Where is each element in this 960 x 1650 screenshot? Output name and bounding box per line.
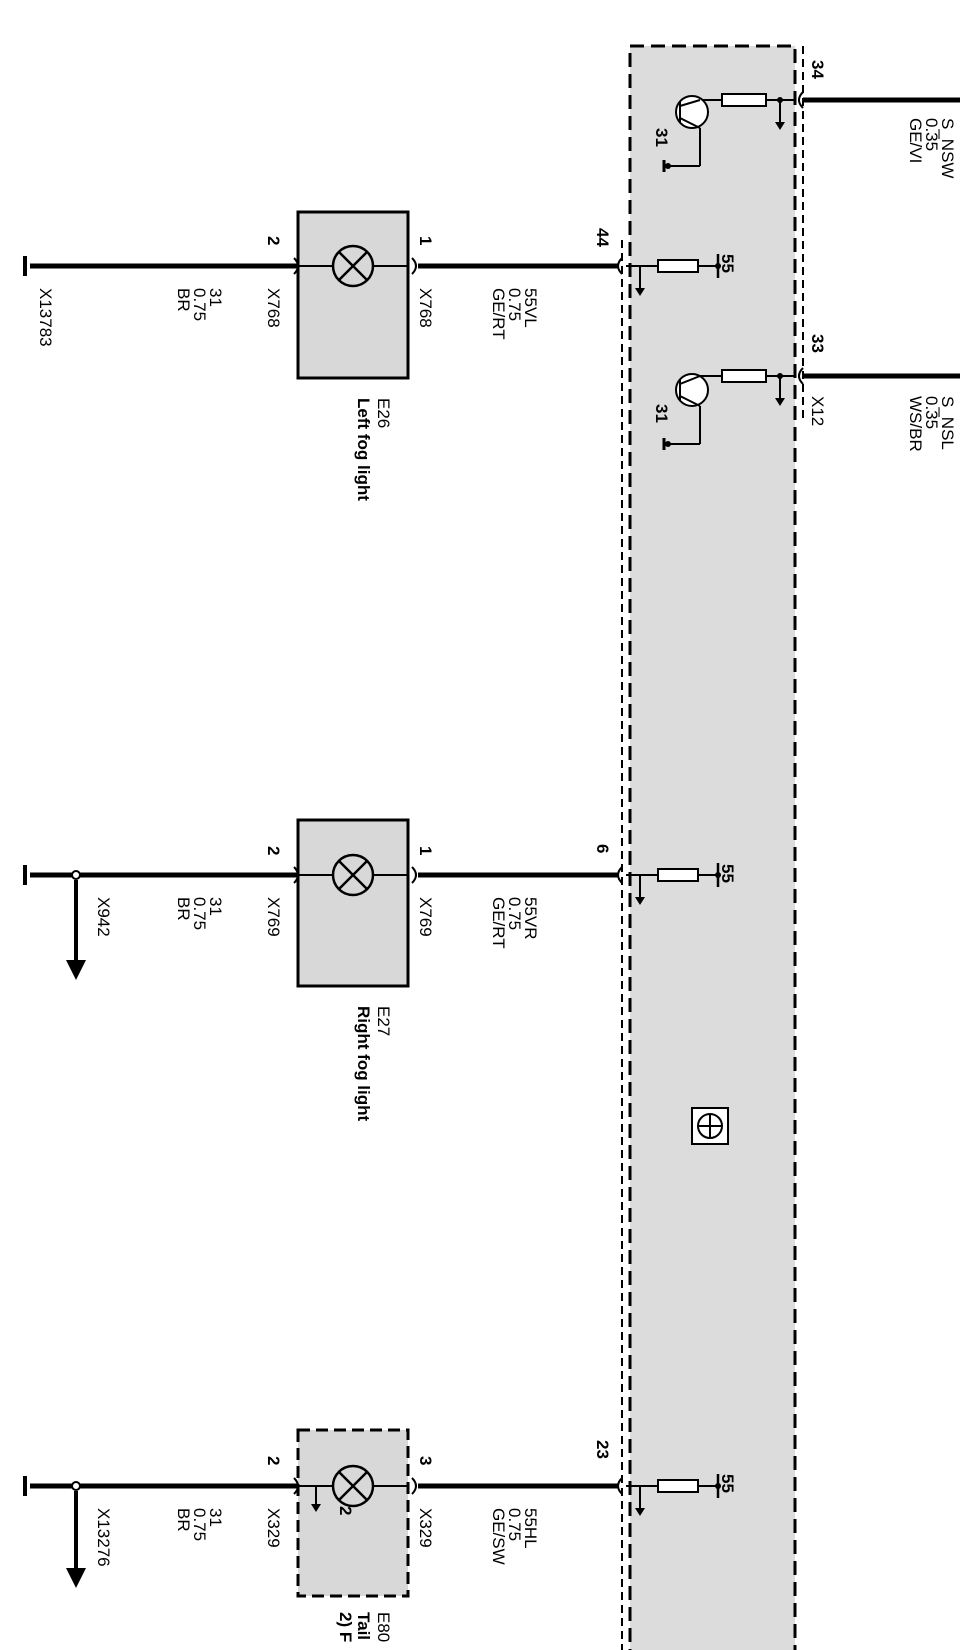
lamp-id: E27 [374,1006,393,1036]
wire-out-signal: 31 [206,288,225,307]
wire-in-signal: 55HL [521,1508,540,1549]
pin-label-33: 33 [808,334,827,353]
lamp-inner-mark: 2 [336,1506,355,1515]
input-pin-34 [662,91,960,172]
lamp-conn-in: X768 [416,288,435,328]
lamp-name: Tail [354,1612,373,1640]
ground-connector: X13276 [94,1508,113,1567]
lamp-name: Left fog light [354,398,373,501]
lamp-conn-in: X329 [416,1508,435,1548]
lamp-e27 [293,818,417,988]
wire-in-color: GE/RT [489,288,508,340]
lamp-conn-out: X769 [264,897,283,937]
wire-out-signal: 31 [206,897,225,916]
control-module [621,44,804,1650]
input-color: WS/BR [906,396,925,452]
wire-out-size: 0.75 [190,288,209,321]
wire-in-signal: 55VR [521,897,540,940]
lamp-conn-in: X769 [416,897,435,937]
lamp-pin-out: 2 [264,236,283,245]
fuse-label: 55 [718,1474,737,1493]
wire-out-color: BR [174,897,193,921]
input-signal: S_NSL [938,396,957,450]
pin-label-44: 44 [593,228,612,247]
ground-label: 31 [652,128,671,147]
lamp-pin-out: 2 [264,846,283,855]
bus-icon [691,1107,729,1145]
pin-label-34: 34 [808,60,827,79]
pin-label-23: 23 [593,1440,612,1459]
input-size: 0.35 [922,396,941,429]
lamp-pin-in: 1 [416,236,435,245]
lamp-id: E26 [374,398,393,428]
lamp-pin-in: 1 [416,846,435,855]
lamp-id: E80 [374,1612,393,1642]
lamp-name-line2: 2) F [336,1612,355,1642]
wire-in-signal: 55VL [521,288,540,328]
wire-in-size: 0.75 [505,897,524,930]
input-color: GE/VI [906,118,925,163]
wire-in-size: 0.75 [505,288,524,321]
lamp-pin-out: 2 [264,1456,283,1465]
input-signal: S_NSW [938,118,957,178]
input-connector: X12 [808,396,827,426]
lamp-conn-out: X329 [264,1508,283,1548]
wire-out-signal: 31 [206,1508,225,1527]
ground-label: 31 [652,404,671,423]
pin-label-6: 6 [593,844,612,853]
lamp-name: Right fog light [354,1006,373,1122]
ground-connector: X942 [94,897,113,937]
wire-out-size: 0.75 [190,897,209,930]
lamp-e26 [293,210,417,380]
output-circuit-44 [23,252,723,297]
wire-out-color: BR [174,1508,193,1532]
input-pin-33 [662,367,960,450]
lamp-conn-out: X768 [264,288,283,328]
output-circuit-6 [23,861,723,980]
fuse-label: 55 [718,864,737,883]
input-size: 0.35 [922,118,941,151]
output-circuit-23 [23,1472,723,1588]
wire-in-size: 0.75 [505,1508,524,1541]
wire-out-size: 0.75 [190,1508,209,1541]
wire-in-color: GE/RT [489,897,508,949]
wire-in-color: GE/SW [489,1508,508,1565]
wire-out-color: BR [174,288,193,312]
fuse-label: 55 [718,254,737,273]
ground-connector: X13783 [36,288,55,347]
lamp-e80 [293,1428,417,1598]
lamp-pin-in: 3 [416,1456,435,1465]
